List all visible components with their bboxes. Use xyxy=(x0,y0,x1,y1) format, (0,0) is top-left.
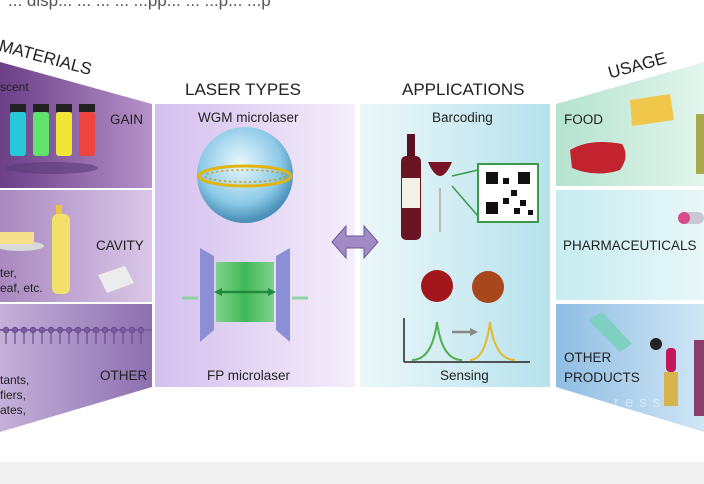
caption-fragment: ... disp... ... ... ... ...pp... ... ...… xyxy=(8,0,271,10)
barcoding-label: Barcoding xyxy=(432,110,493,125)
gain-panel xyxy=(0,62,152,188)
barcoding-illustration xyxy=(401,134,539,240)
lipid-head xyxy=(137,326,145,334)
gain-vials-illustration xyxy=(6,104,98,174)
food-label: FOOD xyxy=(564,112,603,127)
applications-heading: APPLICATIONS xyxy=(402,80,525,99)
other-note-2: fiers, xyxy=(0,388,27,402)
watermark: ress xyxy=(614,394,667,411)
lipid-illustration xyxy=(0,326,152,344)
lipid-head xyxy=(56,326,64,334)
lipid-head xyxy=(65,326,73,334)
other-products-label-2: PRODUCTS xyxy=(564,370,640,385)
other-products-illustration xyxy=(588,312,704,416)
lipid-head xyxy=(29,326,37,334)
cavity-note-1: ter, xyxy=(0,266,17,280)
lipid-head xyxy=(74,326,82,334)
double-arrow-icon xyxy=(331,224,379,260)
apples-illustration xyxy=(421,270,504,303)
lipid-head xyxy=(83,326,91,334)
lipid-head xyxy=(38,326,46,334)
cavity-note-2: eaf, etc. xyxy=(0,281,43,295)
fp-microlaser-label: FP microlaser xyxy=(207,368,291,383)
gain-note: scent xyxy=(0,80,29,94)
lipid-head xyxy=(128,326,136,334)
wgm-microlaser-label: WGM microlaser xyxy=(198,110,299,125)
other-products-label-1: OTHER xyxy=(564,350,612,365)
other-note-1: tants, xyxy=(0,373,30,387)
lipid-head xyxy=(20,326,28,334)
lipid-head xyxy=(110,326,118,334)
fp-cavity-illustration xyxy=(182,248,308,342)
pharmaceuticals-label: PHARMACEUTICALS xyxy=(563,238,697,253)
other-note-3: ates, xyxy=(0,403,27,417)
pharma-panel xyxy=(556,190,704,300)
wgm-sphere-illustration xyxy=(197,127,293,223)
cavity-label: CAVITY xyxy=(96,238,144,253)
pharma-illustration xyxy=(678,212,704,224)
lipid-head xyxy=(92,326,100,334)
lipid-head xyxy=(47,326,55,334)
food-illustration xyxy=(570,94,704,174)
cavity-illustration xyxy=(0,205,134,294)
caption-strip: ... disp... ... ... ... ...pp... ... ...… xyxy=(0,0,704,22)
gain-label: GAIN xyxy=(110,112,144,127)
lipid-head xyxy=(2,326,10,334)
applications-panel xyxy=(360,104,550,387)
lipid-head xyxy=(101,326,109,334)
sensing-plot-illustration xyxy=(403,318,530,363)
lipid-head xyxy=(11,326,19,334)
other-label: OTHER xyxy=(100,368,148,383)
lipid-head xyxy=(119,326,127,334)
other-products-panel xyxy=(556,304,704,432)
laser-types-heading: LASER TYPES xyxy=(185,80,301,99)
sensing-label: Sensing xyxy=(440,368,489,383)
bottom-strip xyxy=(0,462,704,484)
